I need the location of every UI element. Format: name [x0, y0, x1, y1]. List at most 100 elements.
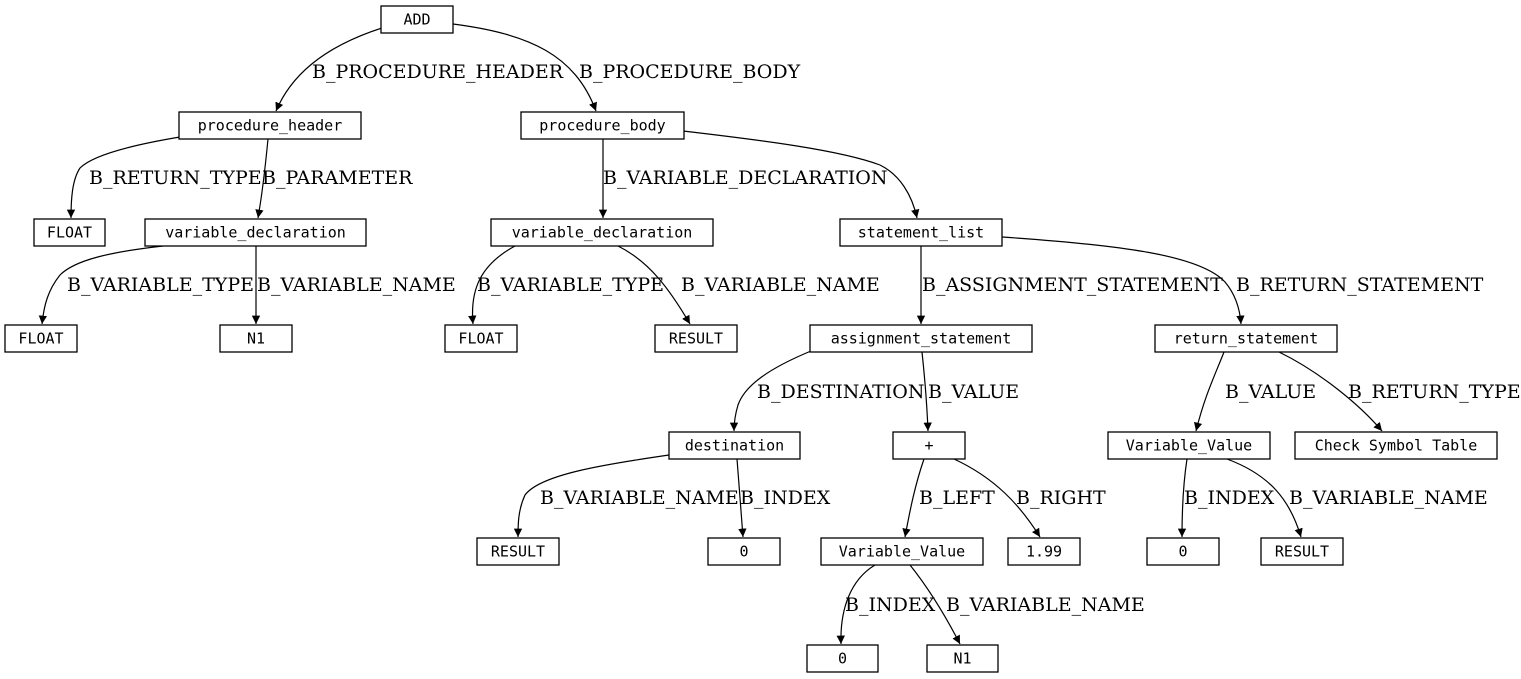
edge-proc-header-to-float-1: B_RETURN_TYPE: [66, 136, 262, 219]
node-result-1: RESULT: [654, 324, 738, 353]
node-label: Variable_Value: [1126, 437, 1252, 455]
edge-assign-stmt-to-destination: B_DESTINATION: [729, 350, 924, 432]
node-box: [820, 537, 984, 566]
edges-layer: B_PROCEDURE_HEADER B_PROCEDURE_BODY B_RETU…: [38, 23, 1521, 645]
edge-arrow: [729, 350, 812, 432]
edge-arrow: [452, 23, 597, 112]
edge-var-decl-1-to-n1-1: B_VARIABLE_NAME: [251, 246, 456, 324]
node-label: 0: [1178, 543, 1187, 561]
node-box: [144, 218, 367, 247]
node-assign-stmt: assignment_statement: [809, 324, 1033, 353]
edge-label: B_VARIABLE_NAME: [1289, 487, 1488, 509]
node-box: [380, 5, 454, 34]
node-label: Check Symbol Table: [1315, 437, 1478, 455]
edge-arrow: [1226, 458, 1303, 538]
edge-proc-body-to-var-decl-2: B_VARIABLE_DECLARATION: [598, 139, 887, 218]
edge-return-stmt-to-var-value-1: B_VALUE: [1193, 351, 1316, 432]
node-result-2: RESULT: [476, 537, 560, 566]
edge-label: B_INDEX: [740, 487, 831, 509]
node-label: statement_list: [858, 224, 984, 242]
edge-label: B_PARAMETER: [262, 167, 413, 189]
edge-label: B_INDEX: [1184, 487, 1275, 509]
node-box: [1260, 537, 1344, 566]
node-label: variable_declaration: [165, 224, 346, 242]
node-box: [839, 218, 1003, 247]
edge-var-decl-2-to-result-1: B_VARIABLE_NAME: [617, 245, 880, 325]
edge-var-decl-1-to-float-2: B_VARIABLE_TYPE: [38, 245, 254, 325]
edge-return-stmt-to-check-symbol: B_RETURN_TYPE: [1278, 351, 1521, 432]
edge-arrow: [836, 564, 876, 645]
node-label: FLOAT: [18, 330, 63, 348]
edge-arrow: [1177, 458, 1188, 538]
edge-arrow: [682, 130, 920, 219]
node-var-decl-1: variable_declaration: [144, 218, 367, 247]
edge-arrow: [736, 458, 747, 538]
edge-label: B_VARIABLE_DECLARATION: [603, 167, 887, 189]
edge-add-to-proc-header: B_PROCEDURE_HEADER: [275, 27, 564, 112]
edge-destination-to-zero-1: B_INDEX: [736, 458, 831, 538]
edge-arrow: [909, 564, 961, 645]
edge-assign-stmt-to-plus: B_VALUE: [921, 351, 1019, 432]
node-num-199: 1.99: [1007, 537, 1081, 566]
node-box: [520, 111, 685, 140]
edge-label: B_VARIABLE_NAME: [257, 274, 456, 296]
node-n1-1: N1: [219, 324, 293, 353]
edge-label: B_RETURN_TYPE: [1348, 381, 1521, 403]
node-proc-body: procedure_body: [520, 111, 685, 140]
node-box: [444, 324, 518, 353]
node-var-value-2: Variable_Value: [820, 537, 984, 566]
node-float-1: FLOAT: [33, 218, 106, 247]
edge-label: B_VARIABLE_NAME: [681, 274, 880, 296]
edge-arrow: [1001, 236, 1245, 325]
edge-proc-header-to-var-decl-1: B_PARAMETER: [255, 138, 413, 219]
node-zero-3: 0: [806, 644, 879, 673]
node-label: return_statement: [1174, 330, 1319, 348]
node-label: 0: [838, 650, 847, 668]
edge-arrow: [468, 245, 516, 325]
node-label: RESULT: [491, 543, 545, 561]
node-label: destination: [685, 437, 784, 455]
edge-label: B_VALUE: [1225, 381, 1316, 403]
node-var-value-1: Variable_Value: [1107, 431, 1271, 460]
node-box: [1146, 537, 1220, 566]
edge-arrow: [275, 27, 383, 112]
edge-label: B_PROCEDURE_BODY: [579, 61, 801, 83]
node-box: [806, 644, 879, 673]
edge-var-value-2-to-zero-3: B_INDEX: [836, 564, 936, 645]
node-label: FLOAT: [458, 330, 503, 348]
node-box: [1154, 324, 1338, 353]
node-label: +: [924, 437, 933, 455]
node-label: procedure_header: [198, 117, 343, 135]
node-box: [178, 111, 362, 140]
node-proc-header: procedure_header: [178, 111, 362, 140]
node-plus: +: [892, 431, 966, 460]
edge-plus-to-var-value-2: B_LEFT: [902, 458, 995, 538]
node-box: [476, 537, 560, 566]
edge-label: B_RETURN_TYPE: [89, 167, 262, 189]
node-return-stmt: return_statement: [1154, 324, 1338, 353]
edge-arrow: [1193, 351, 1225, 432]
edge-label: B_VALUE: [928, 381, 1019, 403]
node-add: ADD: [380, 5, 454, 34]
edge-proc-body-to-stmt-list: [682, 130, 920, 219]
node-label: N1: [247, 330, 265, 348]
edge-var-decl-2-to-float-3: B_VARIABLE_TYPE: [468, 245, 664, 325]
edge-stmt-list-to-return-stmt: B_RETURN_STATEMENT: [1001, 236, 1484, 325]
node-box: [1294, 431, 1498, 460]
node-check-symbol: Check Symbol Table: [1294, 431, 1498, 460]
edge-var-value-1-to-zero-2: B_INDEX: [1177, 458, 1275, 538]
node-box: [707, 537, 781, 566]
node-zero-1: 0: [707, 537, 781, 566]
edge-arrow: [617, 245, 691, 325]
node-float-2: FLOAT: [4, 324, 78, 353]
node-box: [654, 324, 738, 353]
edge-var-value-2-to-n1-2: B_VARIABLE_NAME: [909, 564, 1145, 645]
node-label: ADD: [403, 11, 430, 29]
edge-arrow: [513, 454, 670, 538]
node-n1-2: N1: [926, 644, 999, 673]
edge-var-value-1-to-result-3: B_VARIABLE_NAME: [1226, 458, 1488, 538]
edge-arrow: [953, 458, 1041, 538]
node-box: [33, 218, 106, 247]
edge-label: B_VARIABLE_TYPE: [67, 274, 254, 296]
